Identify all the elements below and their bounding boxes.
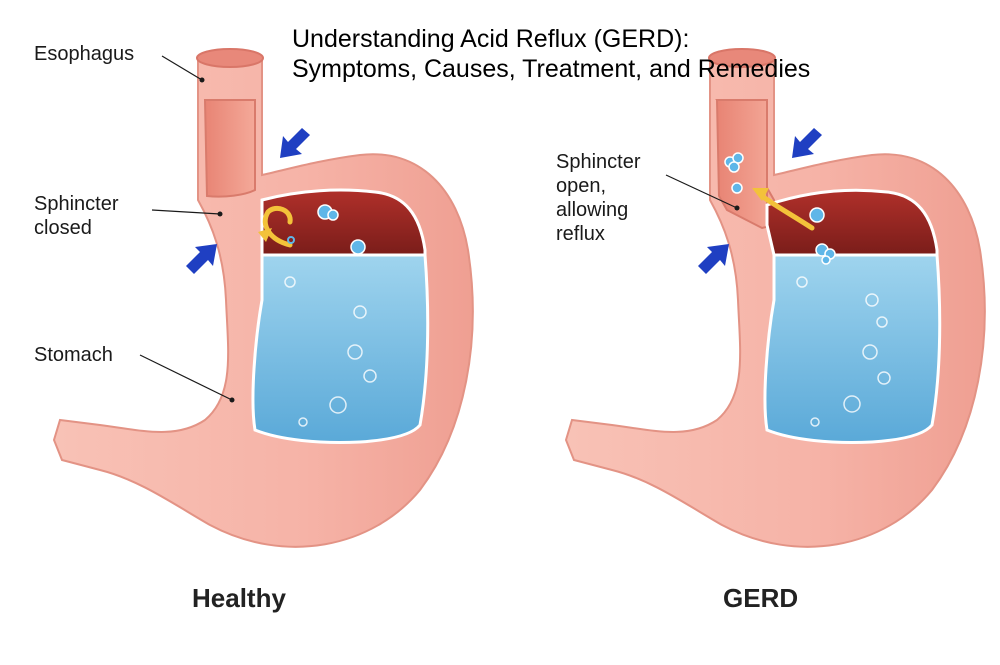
gerd-reflux-arrowhead (752, 188, 769, 201)
gerd-sphincter-leader (665, 174, 738, 209)
healthy-sphincter-leader-dot (217, 211, 223, 217)
gerd-stomach (564, 48, 986, 548)
label-sphincter-closed-line1: Sphincter (34, 193, 119, 215)
healthy-gas-bubble (350, 239, 366, 255)
healthy-acid-bubble (329, 396, 347, 414)
gerd-pressure-arrow-upper (792, 128, 822, 158)
healthy-acid-bubble (298, 417, 308, 427)
gerd-acid-bubble (843, 395, 861, 413)
gerd-gas-bubble (821, 255, 831, 265)
healthy-gas-bubble (327, 209, 339, 221)
healthy-cavity (260, 188, 427, 257)
healthy-acid-bubble (347, 344, 363, 360)
healthy-esophagus-opening (196, 48, 264, 68)
label-sphincter-closed-line2: closed (34, 217, 92, 239)
healthy-pressure-arrow-upper (280, 128, 310, 158)
gerd-acid-bubble (796, 276, 808, 288)
gerd-acid-bubble (810, 417, 820, 427)
healthy-acid-bubble (353, 305, 367, 319)
healthy-stomach (52, 48, 474, 548)
healthy-reflux-arrow (262, 205, 293, 248)
page-title-line2: Symptoms, Causes, Treatment, and Remedie… (292, 55, 811, 83)
gerd-reflux-arrow (759, 193, 815, 231)
healthy-acid-bubble (284, 276, 296, 288)
healthy-stomach-leader (139, 354, 233, 401)
gerd-acid-bubble (877, 371, 891, 385)
gerd-sphincter-leader-dot (734, 205, 740, 211)
label-sphincter-open-line1: Sphincter (556, 151, 641, 173)
gerd-pressure-arrow-lower (698, 244, 729, 274)
gerd-acid-bubble (876, 316, 888, 328)
label-sphincter-open: Sphincter open, allowing reflux (556, 150, 641, 246)
gerd-acid-bubble (862, 344, 878, 360)
gerd-reflux-bubble (731, 182, 743, 194)
healthy-stomach-leader-dot (229, 397, 235, 403)
label-sphincter-open-line2: open, (556, 175, 607, 197)
healthy-acid-bubble (363, 369, 377, 383)
healthy-reflux-arrowhead (258, 228, 272, 242)
label-sphincter-open-line3: allowing (556, 199, 629, 221)
healthy-pressure-arrow-lower (186, 244, 217, 274)
gerd-gas-bubble (809, 207, 825, 223)
label-sphincter-open-line4: reflux (556, 223, 605, 245)
gerd-acid-bubble (865, 293, 879, 307)
label-esophagus: Esophagus (34, 43, 135, 65)
label-stomach: Stomach (34, 344, 113, 366)
gerd-acid (763, 253, 942, 444)
caption-gerd: GERD (723, 583, 799, 613)
healthy-esophagus-channel (203, 99, 256, 198)
healthy-sphincter-leader (151, 209, 221, 215)
healthy-sphincter-bubble (287, 236, 295, 244)
gerd-esophagus-opening (708, 48, 776, 68)
healthy-acid (251, 253, 430, 444)
label-sphincter-closed: Sphincter closed (34, 192, 119, 240)
gerd-reflux-bubble (728, 161, 740, 173)
healthy-esophagus-leader (161, 55, 203, 81)
healthy-esophagus-leader-dot (199, 77, 205, 83)
page-title: Understanding Acid Reflux (GERD): Sympto… (292, 24, 810, 84)
page-title-line1: Understanding Acid Reflux (GERD): (292, 25, 690, 53)
caption-healthy: Healthy (192, 583, 286, 613)
gerd-cavity (765, 188, 939, 257)
